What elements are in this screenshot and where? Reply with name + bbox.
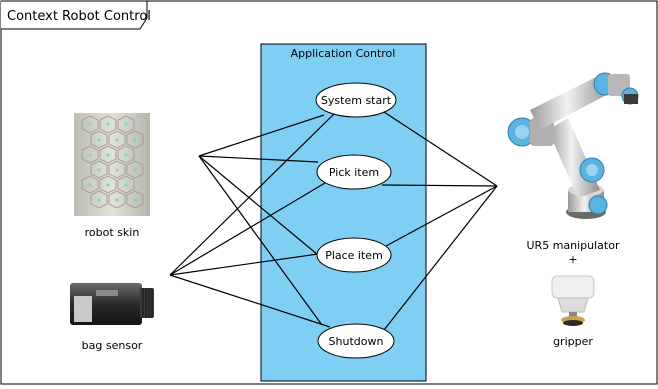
use-case-place-item[interactable]: [316, 237, 392, 273]
actor-plus-label: +: [568, 253, 577, 266]
actor-bag-sensor-label: bag sensor: [82, 339, 143, 352]
actor-gripper-label: gripper: [553, 335, 593, 348]
use-case-shutdown[interactable]: [317, 323, 395, 359]
frame-title-tab: [1, 0, 148, 30]
use-case-pick-item[interactable]: [316, 154, 392, 190]
actor-robot-skin-label: robot skin: [85, 226, 140, 239]
association-lines: [169, 111, 498, 331]
gripper-image: [551, 275, 595, 326]
use-case-shutdown-label: Shutdown: [329, 335, 384, 348]
frame-title: Context Robot Control: [7, 9, 151, 24]
use-case-system-start[interactable]: [315, 82, 397, 118]
ur5-manipulator-image: [507, 72, 639, 219]
use-case-system-start-label: System start: [321, 94, 392, 107]
system-title: Application Control: [291, 47, 396, 60]
robot-skin-image: [74, 113, 150, 216]
bag-sensor-image: [69, 272, 155, 328]
use-case-pick-item-label: Pick item: [329, 166, 379, 179]
actor-manipulator-label: UR5 manipulator: [527, 239, 620, 252]
use-case-place-item-label: Place item: [325, 249, 383, 262]
